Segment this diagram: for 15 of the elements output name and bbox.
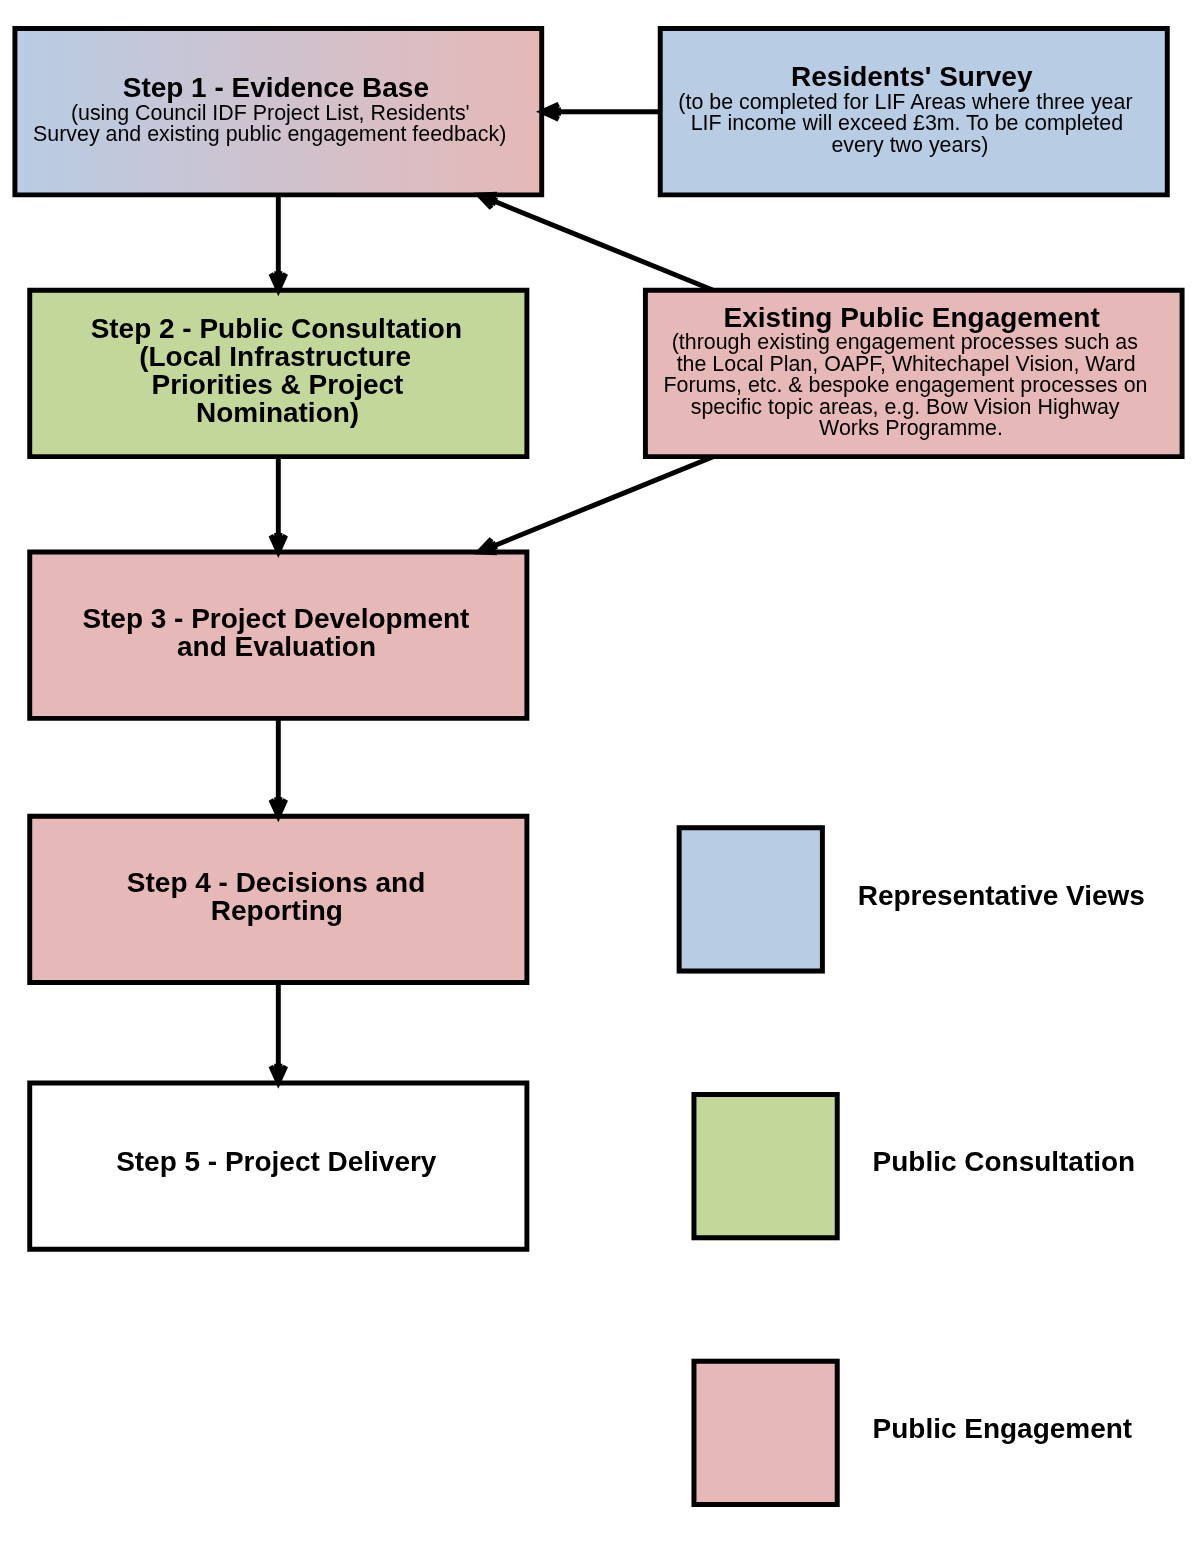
arrow (268, 983, 289, 1086)
arrow (476, 191, 715, 293)
node-box: Step 4 - Decisions and Reporting (27, 813, 530, 986)
legend-label: Representative Views (857, 879, 1145, 911)
legend-label: Public Engagement (872, 1412, 1133, 1444)
node-box: Step 1 - Evidence Base (using Council IDF Project List, Residents' Survey and existing public engagement feedback) (12, 26, 545, 198)
node-box: Step 3 - Project Development and Evaluation (27, 549, 530, 721)
arrow (268, 456, 289, 555)
node-box: Step 2 - Public Consultation (Local Infrastructure Priorities & Project Nomination) (27, 287, 530, 460)
arrow (539, 101, 660, 122)
arrow (476, 454, 715, 556)
node-box: Step 5 - Project Delivery (27, 1080, 530, 1252)
legend-label: Public Consultation (872, 1146, 1136, 1178)
node-box: Residents' Survey (to be completed for LIF Areas where three year LIF income will exceed £3m. To be completed every two years) (657, 26, 1170, 198)
node-box: Existing Public Engagement (through existing engagement processes such as the Local Plan, OAPF, Whitechapel Vision, Ward Forums, etc. & bespoke engagement processes on specific topic areas, e.g. Bow Vision Highway Works Programme. (642, 287, 1185, 460)
